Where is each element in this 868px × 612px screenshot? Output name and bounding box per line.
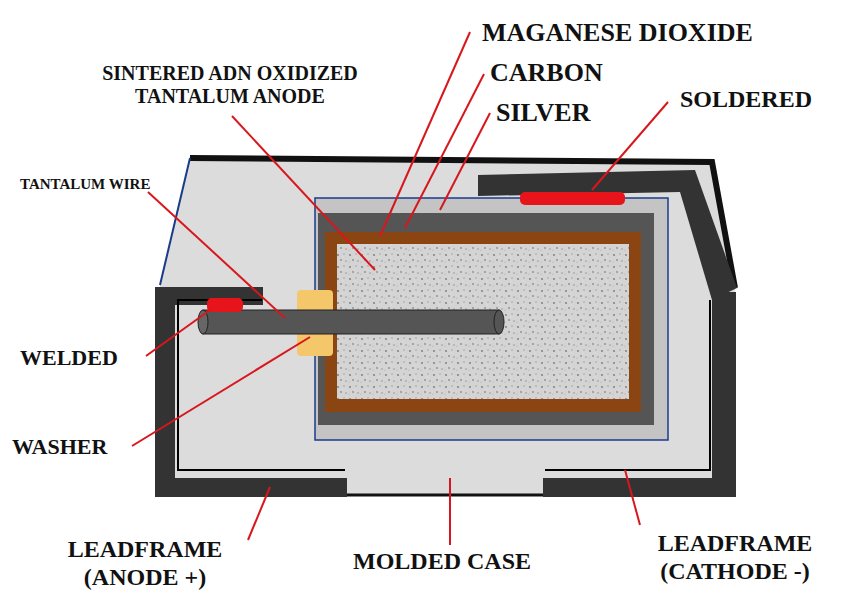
part-label: CARBON bbox=[490, 58, 603, 88]
part-label: MOLDED CASE bbox=[353, 548, 531, 576]
part-label: TANTALUM WIRE bbox=[20, 176, 150, 193]
part-label: MAGANESE DIOXIDE bbox=[482, 18, 753, 48]
part-label: SINTERED ADN OXIDIZED TANTALUM ANODE bbox=[70, 62, 390, 108]
solder-joint bbox=[520, 192, 625, 205]
tantalum-wire bbox=[198, 310, 504, 334]
part-label: LEADFRAME (CATHODE -) bbox=[610, 530, 860, 585]
case-left-edge bbox=[160, 158, 190, 285]
part-label: WASHER bbox=[12, 434, 107, 459]
part-label: SILVER bbox=[496, 98, 590, 128]
case-notch-edge bbox=[345, 478, 545, 495]
leader-lines bbox=[132, 32, 668, 545]
part-label: SOLDERED bbox=[680, 86, 812, 114]
part-label: WELDED bbox=[20, 345, 118, 370]
molded-case bbox=[160, 158, 735, 495]
part-label: LEADFRAME (ANODE +) bbox=[30, 536, 260, 591]
weld bbox=[207, 298, 243, 312]
